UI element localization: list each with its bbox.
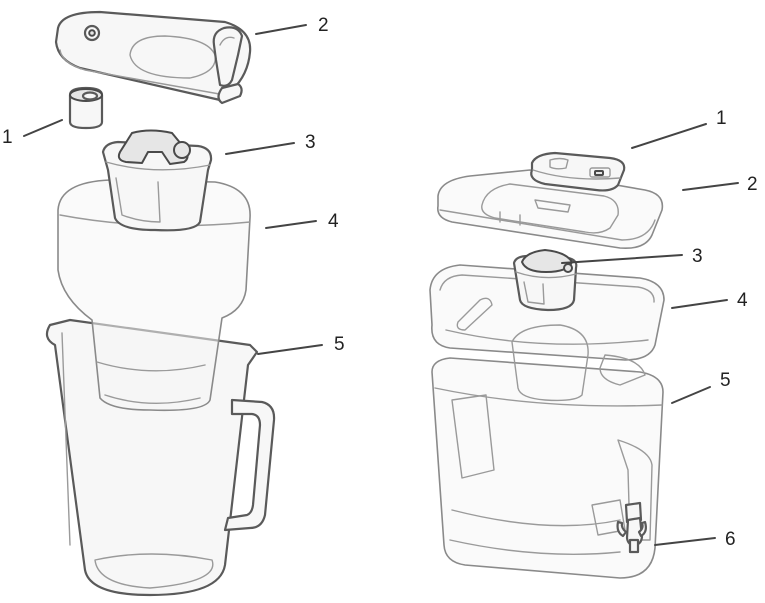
dispenser-tank [432, 358, 663, 578]
dispenser-callout-3: 3 [692, 246, 703, 267]
pitcher-callout-3: 3 [305, 132, 316, 153]
pitcher-filter-cap [70, 88, 102, 128]
dispenser-callout-4: 4 [737, 290, 748, 311]
dispenser-leader-6 [655, 538, 715, 545]
dispenser-filter-cartridge [514, 250, 576, 310]
pitcher-filter-cartridge [103, 131, 211, 231]
dispenser-callout-1: 1 [716, 108, 727, 129]
dispenser-assembly: 1 2 3 4 5 6 [430, 108, 758, 578]
pitcher-callout-4: 4 [328, 211, 339, 232]
pitcher-callout-5: 5 [334, 334, 345, 355]
dispenser-callout-5: 5 [720, 370, 731, 391]
pitcher-leader-5 [258, 345, 322, 354]
dispenser-leader-2 [683, 183, 738, 190]
pitcher-callout-1: 1 [2, 127, 13, 148]
dispenser-leader-3 [562, 255, 682, 263]
pitcher-leader-2 [256, 25, 306, 34]
pitcher-leader-3 [226, 143, 294, 154]
dispenser-callout-6: 6 [725, 529, 736, 550]
dispenser-refill-flap [531, 153, 624, 190]
pitcher-callout-2: 2 [318, 15, 329, 36]
dispenser-leader-4 [672, 300, 727, 308]
pitcher-leader-1 [24, 120, 62, 136]
pitcher-leader-4 [266, 221, 316, 228]
dispenser-leader-5 [672, 387, 710, 403]
pitcher-assembly: 1 2 3 4 5 [2, 12, 345, 595]
dispenser-leader-1 [632, 124, 706, 148]
dispenser-callout-2: 2 [747, 174, 758, 195]
